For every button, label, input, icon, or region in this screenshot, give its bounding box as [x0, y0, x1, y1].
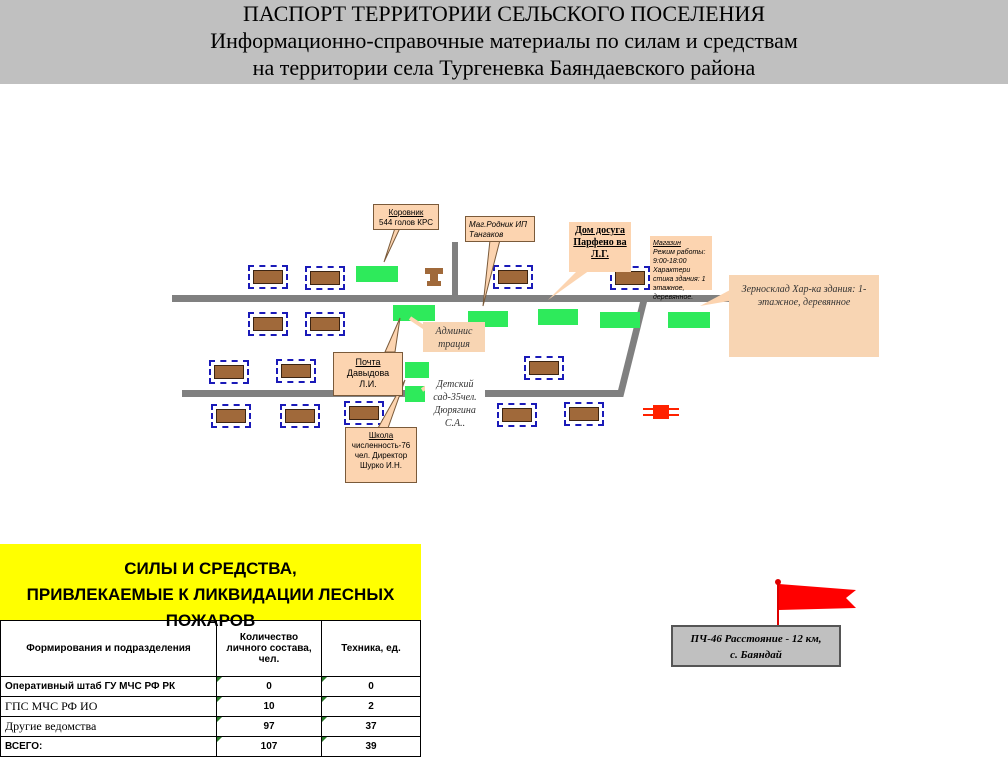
- row-people: 10: [216, 696, 322, 717]
- building: [564, 402, 604, 426]
- green-area: [600, 312, 640, 328]
- callout-administration: Админис трация: [423, 322, 485, 352]
- col-header-tech: Техника, ед.: [321, 620, 421, 677]
- table-row: Другие ведомства 97 37: [0, 716, 421, 737]
- building: [305, 312, 345, 336]
- table-row: ГПС МЧС РФ ИО 10 2: [0, 696, 421, 717]
- callout-shkola: Школа численность-76 чел. Директор Шурко…: [345, 427, 417, 483]
- building: [497, 403, 537, 427]
- green-area: [393, 305, 435, 321]
- building: [248, 265, 288, 289]
- callout-dom-dosuga: Дом досуга Парфено ва Л.Г.: [569, 222, 631, 272]
- row-tech: 39: [321, 736, 421, 757]
- callout-magazin-rodnik: Маг.Родник ИП Тангаков: [465, 216, 535, 242]
- callout-pochta: Почта Давыдова Л.И.: [333, 352, 403, 396]
- dom-dosuga-text: Парфено ва Л.Г.: [573, 237, 627, 260]
- forces-table-panel: СИЛЫ И СРЕДСТВА, ПРИВЛЕКАЕМЫЕ К ЛИКВИДАЦ…: [0, 544, 421, 757]
- magazin-text: Режим работы: 9:00-18:00 Характери стика…: [653, 249, 706, 301]
- callout-magazin: Магазин Режим работы: 9:00-18:00 Характе…: [650, 236, 712, 301]
- forces-title-line2: ПРИВЛЕКАЕМЫЕ К ЛИКВИДАЦИИ ЛЕСНЫХ ПОЖАРОВ: [26, 585, 395, 630]
- row-name: ГПС МЧС РФ ИО: [0, 696, 217, 717]
- shkola-title: Школа: [368, 431, 394, 440]
- building: [276, 359, 316, 383]
- forces-title-line1: СИЛЫ И СРЕДСТВА,: [124, 559, 297, 578]
- road-main: [172, 295, 862, 302]
- row-tech: 0: [321, 676, 421, 697]
- building: [344, 401, 384, 425]
- col-header-formations: Формирования и подразделения: [0, 620, 217, 677]
- fire-station-label: ПЧ-46 Расстояние - 12 км, с. Баяндай: [671, 625, 841, 667]
- fire-station-line1: ПЧ-46 Расстояние - 12 км,: [690, 633, 822, 645]
- page-header: ПАСПОРТ ТЕРРИТОРИИ СЕЛЬСКОГО ПОСЕЛЕНИЯ И…: [0, 0, 1008, 84]
- row-tech: 37: [321, 716, 421, 737]
- hydrant-icon: [643, 404, 679, 420]
- korovnik-title: Коровник: [388, 208, 424, 217]
- building: [493, 265, 533, 289]
- table-row: Оперативный штаб ГУ МЧС РФ РК 0 0: [0, 676, 421, 697]
- dom-dosuga-title: Дом досуга: [575, 225, 625, 236]
- pochta-title: Почта: [355, 357, 381, 367]
- building: [248, 312, 288, 336]
- callout-korovnik: Коровник 544 голов КРС: [373, 204, 439, 230]
- administration-text: Админис трация: [435, 326, 473, 350]
- callout-detsad: Детский сад-35чел. Дюрягина С.А..: [425, 378, 485, 440]
- row-name: ВСЕГО:: [0, 736, 217, 757]
- green-area: [356, 266, 398, 282]
- forces-table: Формирования и подразделения Количество …: [0, 620, 421, 757]
- table-row: ВСЕГО: 107 39: [0, 736, 421, 757]
- row-name: Другие ведомства: [0, 716, 217, 737]
- col-header-people: Количество личного состава, чел.: [216, 620, 322, 677]
- green-area: [405, 362, 429, 378]
- header-title: ПАСПОРТ ТЕРРИТОРИИ СЕЛЬСКОГО ПОСЕЛЕНИЯ: [242, 1, 766, 26]
- green-area: [668, 312, 710, 328]
- building: [211, 404, 251, 428]
- row-tech: 2: [321, 696, 421, 717]
- road-vertical: [452, 242, 458, 298]
- detsad-text: Детский сад-35чел. Дюрягина С.А..: [433, 379, 477, 429]
- building: [305, 266, 345, 290]
- building: [280, 404, 320, 428]
- row-people: 0: [216, 676, 322, 697]
- green-area: [538, 309, 578, 325]
- fire-station-line2: с. Баяндай: [730, 649, 782, 661]
- magazin-title: Магазин: [653, 240, 681, 247]
- callout-zernosklad: Зерносклад Хар-ка здания: 1-этажное, дер…: [729, 275, 879, 357]
- korovnik-text: 544 голов КРС: [379, 218, 433, 227]
- row-people: 107: [216, 736, 322, 757]
- header-subtitle-1: Информационно-справочные материалы по си…: [210, 28, 798, 53]
- pochta-text: Давыдова Л.И.: [346, 368, 390, 389]
- building: [209, 360, 249, 384]
- row-people: 97: [216, 716, 322, 737]
- monument-icon: [425, 268, 443, 286]
- forces-table-title: СИЛЫ И СРЕДСТВА, ПРИВЛЕКАЕМЫЕ К ЛИКВИДАЦ…: [0, 544, 421, 630]
- building: [524, 356, 564, 380]
- row-name: Оперативный штаб ГУ МЧС РФ РК: [0, 676, 217, 697]
- zernosklad-text: Зерносклад Хар-ка здания: 1-этажное, дер…: [741, 284, 867, 308]
- shkola-text: численность-76 чел. Директор Шурко И.Н.: [351, 441, 411, 470]
- header-subtitle-2: на территории села Тургеневка Баяндаевск…: [252, 55, 756, 80]
- magazin-rodnik-text: Маг.Родник ИП Тангаков: [469, 220, 527, 239]
